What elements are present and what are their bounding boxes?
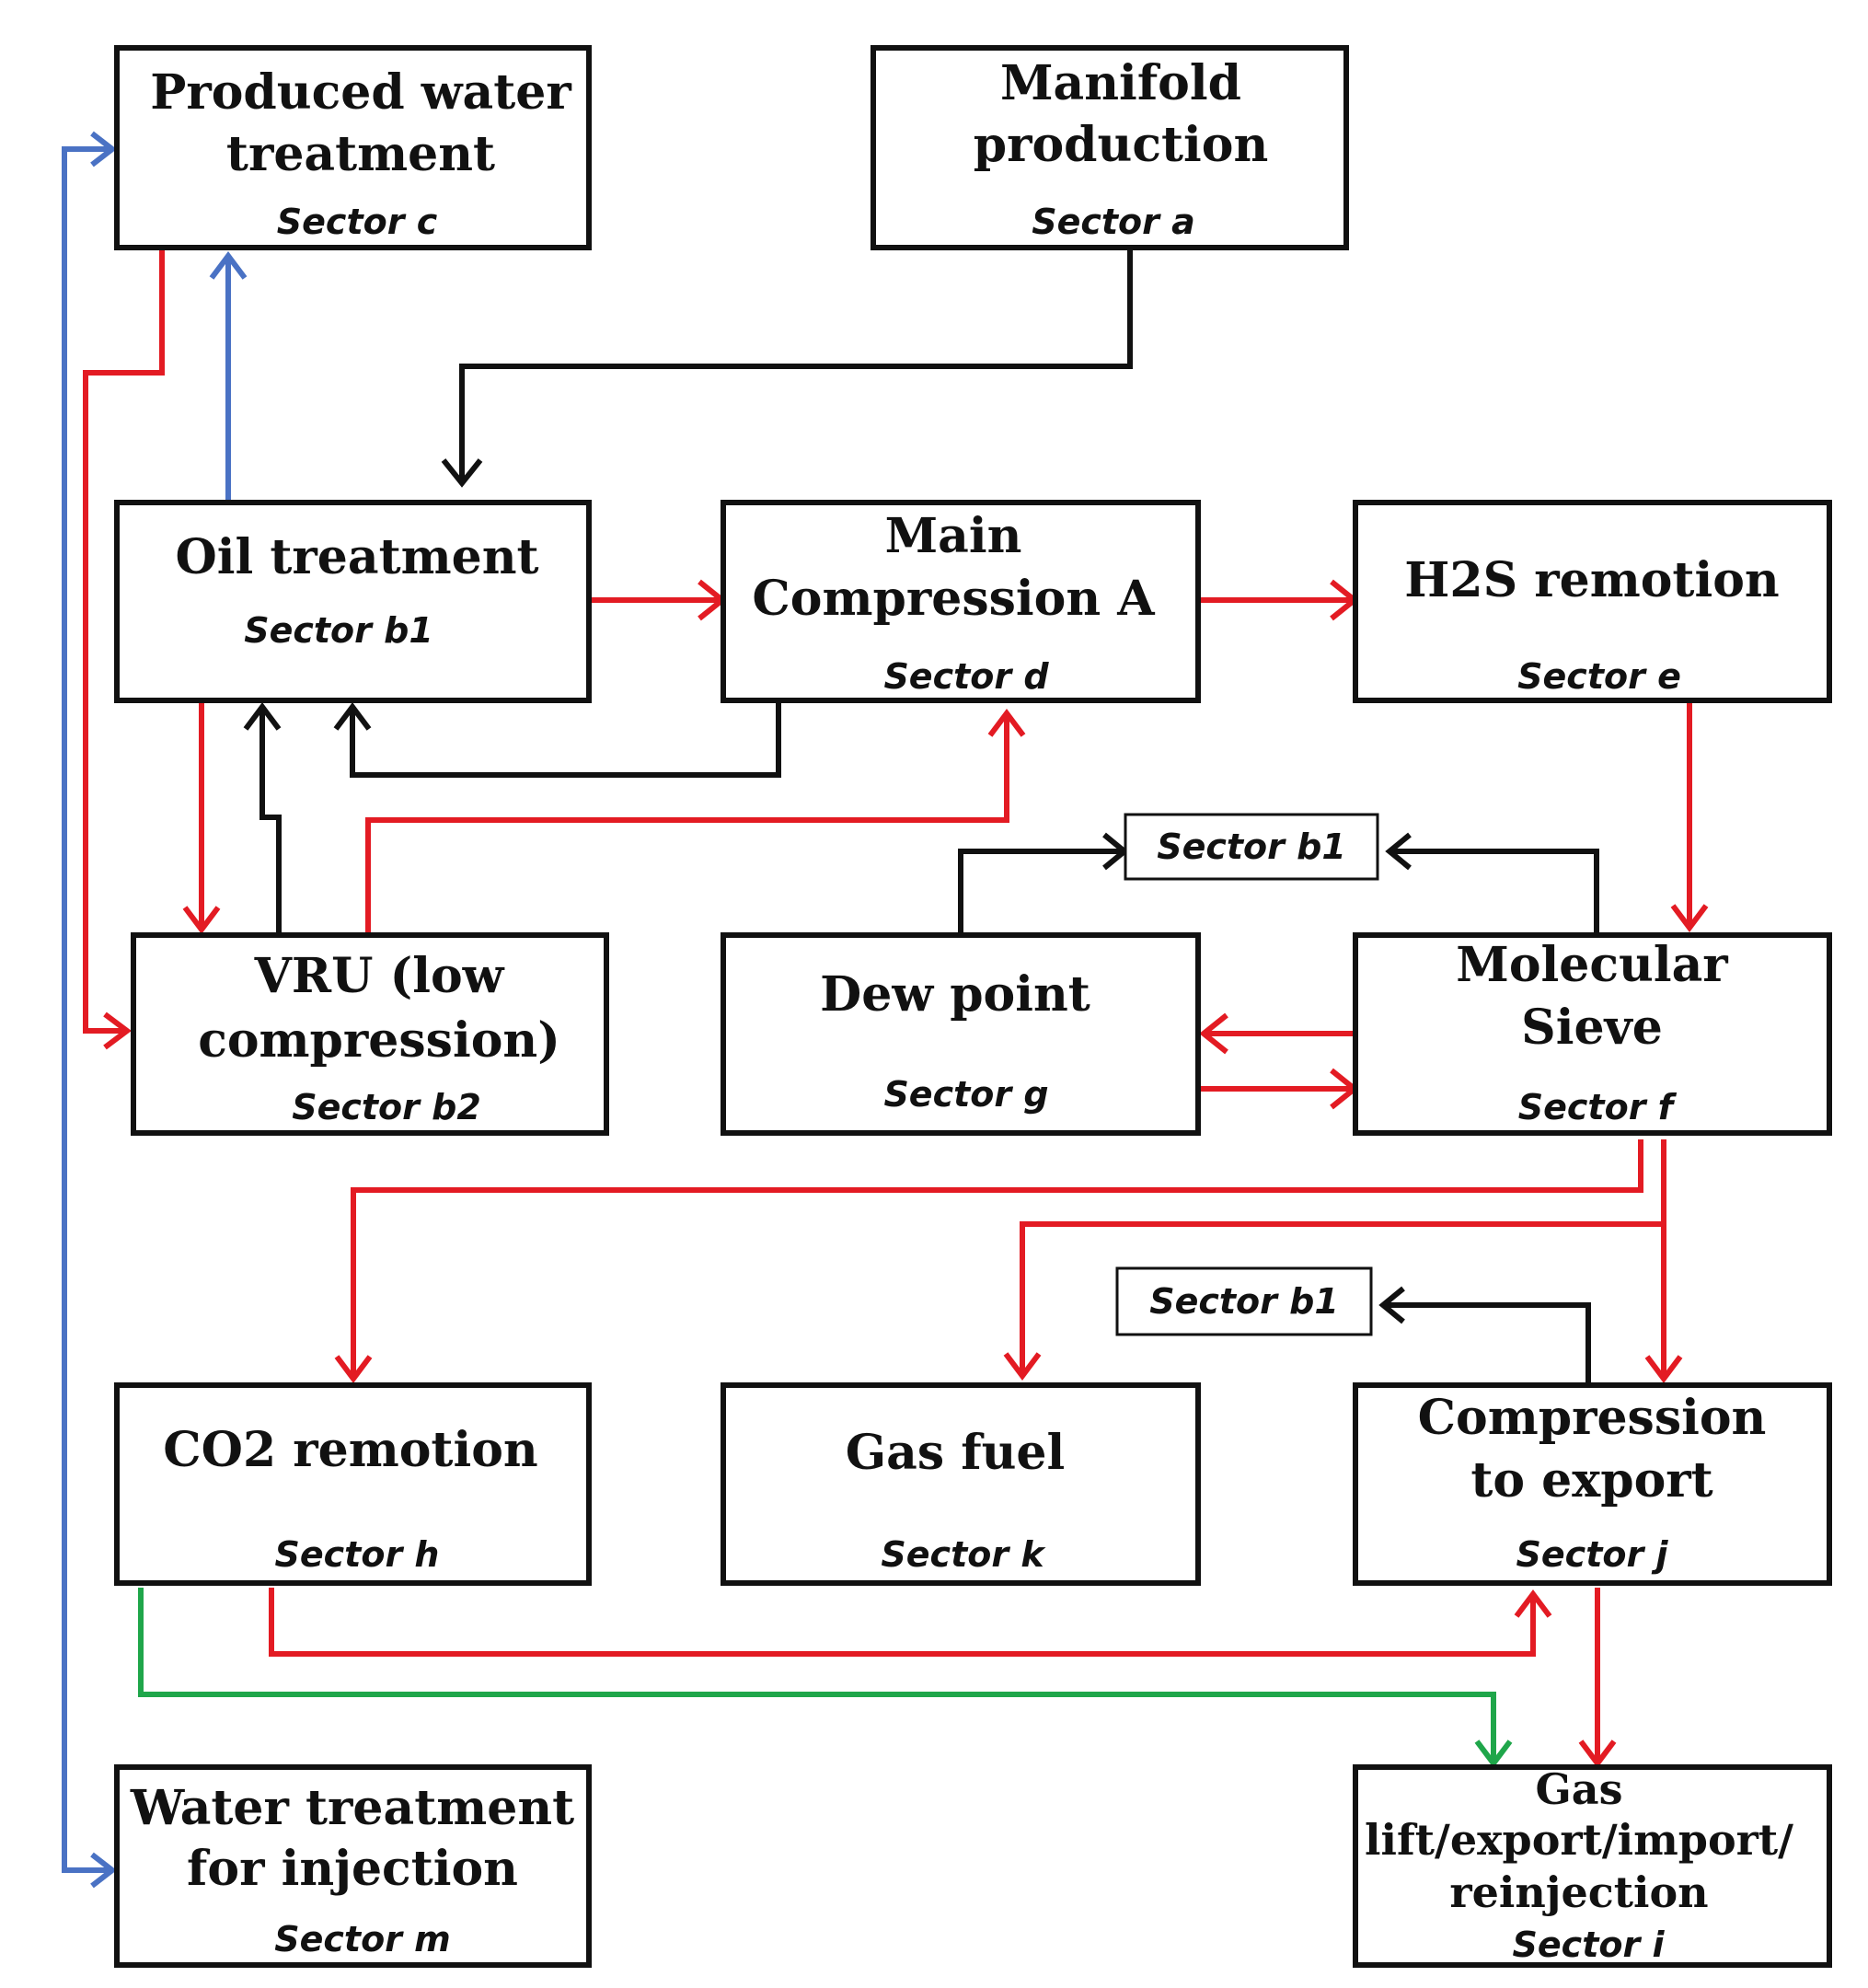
flow-vru-to-oil bbox=[259, 707, 282, 934]
sector-label: Sector k bbox=[881, 1534, 1046, 1575]
sector-label: Sector e bbox=[1517, 656, 1681, 697]
tag-label: Sector b1 bbox=[1157, 826, 1346, 867]
box-title-line: Dew point bbox=[820, 966, 1090, 1023]
sector-label: Sector d bbox=[883, 656, 1049, 697]
flow-compression-to-oil bbox=[350, 701, 781, 778]
arrowhead-dew-right bbox=[1199, 1012, 1228, 1055]
sector-label: Sector b2 bbox=[292, 1087, 481, 1127]
flow-sieve-to-fuel bbox=[1020, 1221, 1664, 1376]
box-main-compression: Main Compression A Sector d bbox=[721, 500, 1201, 703]
box-title-line: Manifold bbox=[1000, 55, 1241, 111]
box-title-line: Produced water bbox=[150, 64, 571, 121]
sector-label: Sector g bbox=[883, 1074, 1048, 1115]
box-produced-water-treatment: Produced water treatment Sector c bbox=[114, 45, 592, 250]
box-title-line: Water treatment bbox=[130, 1780, 574, 1836]
arrowhead-gaslift-red bbox=[1578, 1740, 1617, 1768]
box-gas-fuel: Gas fuel Sector k bbox=[721, 1382, 1201, 1586]
sector-label: Sector j bbox=[1516, 1534, 1669, 1575]
box-gas-lift-export: Gas lift/export/import/ reinjection Sect… bbox=[1353, 1764, 1832, 1968]
arrowhead-oil-bottom-left bbox=[243, 702, 282, 731]
sector-label: Sector c bbox=[277, 202, 438, 242]
box-manifold-production: Manifold production Sector a bbox=[871, 45, 1349, 250]
arrowhead-compression-bottom bbox=[987, 709, 1026, 737]
box-molecular-sieve: Molecular Sieve Sector f bbox=[1353, 932, 1832, 1136]
box-title-line: lift/export/import/ bbox=[1365, 1815, 1793, 1865]
sector-label: Sector a bbox=[1032, 202, 1195, 242]
box-title-line: Sieve bbox=[1521, 1000, 1663, 1056]
box-title-line: H2S remotion bbox=[1404, 552, 1779, 608]
box-title-line: Main bbox=[885, 508, 1022, 564]
tag-label: Sector b1 bbox=[1149, 1281, 1339, 1322]
arrowhead-produced-water-left bbox=[90, 131, 117, 168]
arrowhead-vru-top bbox=[182, 906, 221, 934]
box-title-line: compression) bbox=[198, 1012, 560, 1069]
arrowhead-export-bottom bbox=[1514, 1589, 1552, 1618]
box-dew-point: Dew point Sector g bbox=[721, 932, 1201, 1136]
box-title-line: Molecular bbox=[1456, 937, 1728, 993]
flow-manifold-to-oil bbox=[459, 248, 1133, 483]
box-title-line: for injection bbox=[187, 1841, 518, 1897]
flow-co2-to-gaslift bbox=[138, 1588, 1496, 1763]
box-title-line: VRU (low bbox=[254, 948, 505, 1004]
box-title-line: reinjection bbox=[1449, 1867, 1708, 1917]
arrowhead-gaslift-green bbox=[1474, 1740, 1513, 1768]
box-title-line: production bbox=[974, 117, 1269, 173]
sector-label: Sector i bbox=[1513, 1924, 1666, 1965]
box-co2-remotion: CO2 remotion Sector h bbox=[114, 1382, 592, 1586]
flow-produced-water-to-vru bbox=[83, 248, 165, 1034]
box-vru: VRU (low compression) Sector b2 bbox=[131, 932, 609, 1136]
sector-label: Sector m bbox=[274, 1919, 451, 1959]
flow-vru-to-compression bbox=[365, 713, 1009, 934]
arrowhead-oil-bottom-right bbox=[333, 702, 372, 731]
sector-label: Sector f bbox=[1518, 1087, 1678, 1127]
sector-b1-tag-lower: Sector b1 bbox=[1115, 1266, 1373, 1336]
flow-dew-to-tag bbox=[958, 849, 1124, 934]
box-title-line: Oil treatment bbox=[175, 529, 538, 585]
sector-label: Sector b1 bbox=[244, 610, 433, 651]
box-oil-treatment: Oil treatment Sector b1 bbox=[114, 500, 592, 703]
box-title-line: Compression A bbox=[752, 571, 1155, 627]
box-h2s-remotion: H2S remotion Sector e bbox=[1353, 500, 1832, 703]
box-title-line: treatment bbox=[226, 126, 495, 182]
arrowhead-vru-left bbox=[103, 1011, 132, 1050]
flow-export-to-tag bbox=[1383, 1302, 1591, 1385]
arrowhead-sieve-top bbox=[1670, 904, 1709, 932]
flow-co2-to-export bbox=[269, 1588, 1536, 1657]
flow-water-loop bbox=[62, 146, 112, 1873]
box-title-line: Compression bbox=[1418, 1390, 1767, 1446]
sector-b1-tag-upper: Sector b1 bbox=[1124, 813, 1379, 881]
box-title-line: Gas fuel bbox=[846, 1425, 1066, 1481]
sector-label: Sector h bbox=[275, 1534, 440, 1575]
box-compression-to-export: Compression to export Sector j bbox=[1353, 1382, 1832, 1586]
box-title-line: to export bbox=[1470, 1452, 1712, 1508]
arrowhead-oil-from-manifold bbox=[441, 458, 483, 488]
arrowhead-export-top bbox=[1644, 1355, 1683, 1383]
arrowhead-water-injection bbox=[90, 1852, 117, 1889]
flow-sieve-to-tag bbox=[1389, 849, 1599, 934]
flow-sieve-to-co2 bbox=[351, 1139, 1643, 1379]
arrowhead-tag-upper-right bbox=[1385, 832, 1412, 871]
arrowhead-tag-lower bbox=[1378, 1286, 1405, 1324]
arrowhead-co2-top bbox=[334, 1355, 373, 1383]
box-water-treatment-injection: Water treatment for injection Sector m bbox=[114, 1764, 592, 1968]
arrowhead-fuel-top bbox=[1003, 1352, 1042, 1381]
box-title-line: CO2 remotion bbox=[163, 1422, 537, 1478]
arrowhead-produced-water bbox=[209, 251, 248, 280]
box-title-line: Gas bbox=[1536, 1764, 1623, 1814]
